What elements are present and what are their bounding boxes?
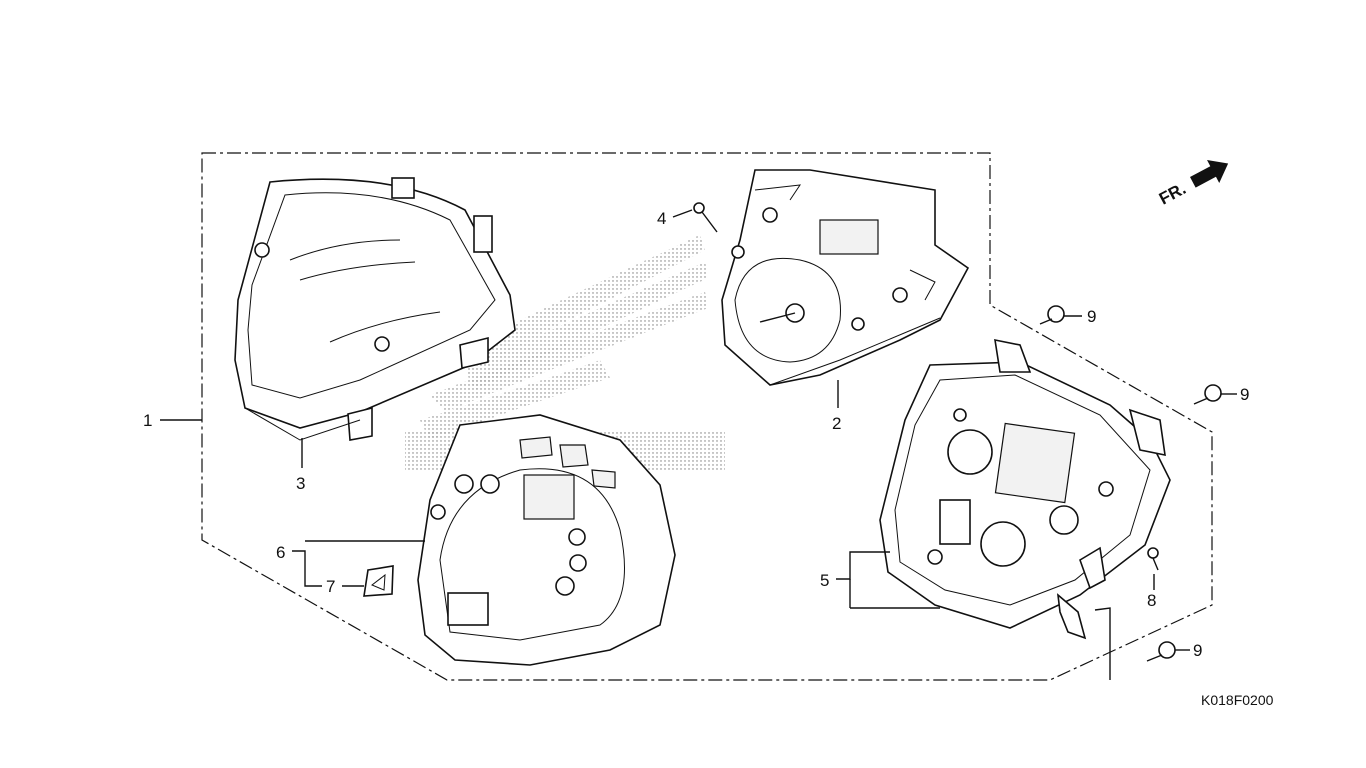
screw-8 <box>1147 547 1159 571</box>
meter-panel <box>721 169 970 386</box>
meter-case-rear <box>879 338 1171 640</box>
meter-case <box>417 414 676 666</box>
diagram-code: K018F0200 <box>1201 692 1274 708</box>
leader-lines <box>160 209 1237 680</box>
screw-4 <box>693 202 718 233</box>
bolt-9-upper <box>1039 305 1065 325</box>
arrow-icon <box>1190 160 1229 188</box>
callout-6: 6 <box>276 543 285 562</box>
front-direction-indicator: FR. <box>1156 160 1229 209</box>
callout-9-lower: 9 <box>1193 641 1202 660</box>
assembly-boundary <box>201 152 1213 681</box>
callout-8: 8 <box>1147 591 1156 610</box>
callout-9-upper: 9 <box>1087 307 1096 326</box>
callout-3: 3 <box>296 474 305 493</box>
direction-label: FR. <box>1156 179 1189 209</box>
emblem-7 <box>363 565 394 597</box>
callout-5: 5 <box>820 571 829 590</box>
callout-2: 2 <box>832 414 841 433</box>
callout-7: 7 <box>326 577 335 596</box>
bolt-9-middle <box>1193 384 1222 405</box>
callout-1: 1 <box>143 411 152 430</box>
callout-4: 4 <box>657 209 666 228</box>
meter-cover <box>234 177 516 441</box>
bolt-9-lower <box>1146 641 1176 662</box>
callout-9-middle: 9 <box>1240 385 1249 404</box>
